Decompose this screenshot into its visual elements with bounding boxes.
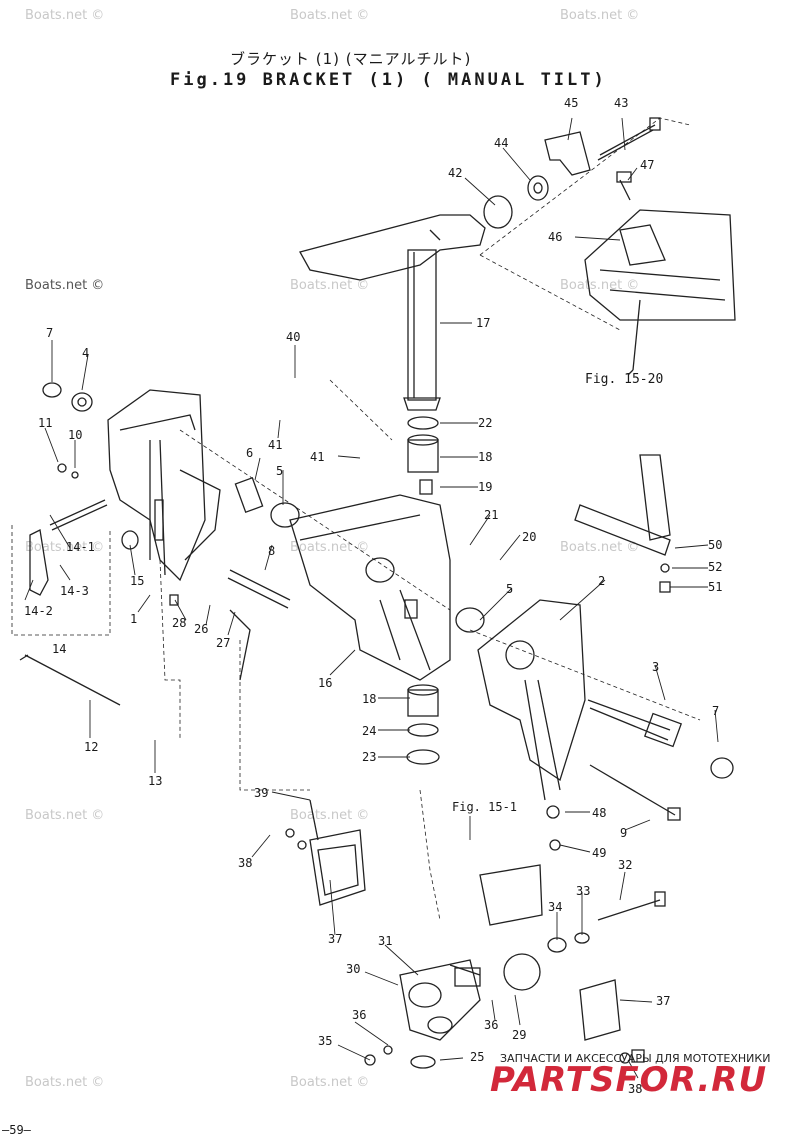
part-label: 33 [576,884,591,898]
watermark: Boats.net © [25,8,105,23]
figure-title: Fig.19 BRACKET (1) ( MANUAL TILT) [170,70,607,90]
part-label: 36 [352,1008,367,1022]
shop-tagline: ЗАПЧАСТИ И АКСЕССУАРЫ ДЛЯ МОТОТЕХНИКИ [500,1052,771,1065]
part-label: 11 [38,416,53,430]
part-label: 34 [548,900,563,914]
watermark: Boats.net © [290,540,370,555]
watermark: Boats.net © [290,278,370,293]
watermark: Boats.net © [25,278,105,293]
part-label: 50 [708,538,723,552]
part-label: 26 [194,622,209,636]
figure-reference: Fig. 15-20 [585,372,664,387]
part-label: 12 [84,740,99,754]
lower-bushings [406,684,440,765]
part-label: 43 [614,96,629,110]
part-label: 35 [318,1034,333,1048]
page-number: —59— [2,1123,31,1137]
part-label: 9 [620,826,628,840]
part-label: 31 [378,934,393,948]
part-label: 5 [276,464,284,478]
title-japanese: ブラケット (1) (マニアルチルト) [230,50,472,68]
part-label: 38 [238,856,253,870]
part-label: 8 [268,544,276,558]
steering-arm [299,117,661,411]
part-label: 2 [598,574,606,588]
part-label: Fig. 15-1 [452,800,518,814]
part-label: 20 [522,530,537,544]
part-label: 1 [130,612,138,626]
part-label: 15 [130,574,145,588]
part-label: 52 [708,560,723,574]
part-label: 46 [548,230,563,244]
part-label: 14-3 [60,584,89,598]
part-label: 7 [712,704,720,718]
part-label: 41 [310,450,325,464]
watermark: Boats.net © [560,8,640,23]
watermark: Boats.net © [25,540,105,555]
part-label: 25 [470,1050,485,1064]
leader-lines [24,117,719,1079]
anode-plate [574,454,671,593]
part-label: 7 [46,326,54,340]
part-label: 6 [246,446,254,460]
part-label: 44 [494,136,509,150]
part-label: 5 [506,582,514,596]
part-label: 19 [478,480,493,494]
part-label: 47 [640,158,655,172]
part-label: 23 [362,750,377,764]
part-label: 18 [362,692,377,706]
left-clamp-bracket [29,382,221,606]
part-label: 14 [52,642,67,656]
part-label: 51 [708,580,723,594]
part-label: 21 [484,508,499,522]
watermark: Boats.net © [290,8,370,23]
part-label: 14-2 [24,604,53,618]
bushing-stack [407,416,439,495]
part-label: 36 [484,1018,499,1032]
part-label: 18 [478,450,493,464]
part-label: 13 [148,774,163,788]
watermark: Boats.net © [25,808,105,823]
part-label: 32 [618,858,633,872]
part-label: 22 [478,416,493,430]
shafts [19,476,683,821]
part-label: 37 [328,932,343,946]
part-label: 39 [254,786,269,800]
part-label: 14-1 [66,540,95,554]
watermark: Boats.net © [290,808,370,823]
part-label: 27 [216,636,231,650]
part-label: 3 [652,660,660,674]
lower-mount [229,609,666,1069]
part-label: 30 [346,962,361,976]
watermark: Boats.net © [560,540,640,555]
part-label: 41 [268,438,283,452]
part-label: 28 [172,616,187,630]
part-label: 49 [592,846,607,860]
part-label: 45 [564,96,579,110]
cowl-reference [584,209,736,376]
part-label: 29 [512,1028,527,1042]
watermark: Boats.net © [290,1075,370,1090]
part-label: 17 [476,316,491,330]
part-label: 37 [656,994,671,1008]
right-clamp-bracket [455,599,734,851]
part-label: 38 [628,1082,643,1096]
part-label: 16 [318,676,333,690]
part-label: 48 [592,806,607,820]
shop-logo: PARTSFOR.RU [490,1060,768,1100]
part-label: 10 [68,428,83,442]
watermark: Boats.net © [25,1075,105,1090]
swivel-bracket [289,494,451,681]
part-label: 40 [286,330,301,344]
part-label: 24 [362,724,377,738]
watermark: Boats.net © [560,278,640,293]
part-label: 42 [448,166,463,180]
part-label: 4 [82,346,90,360]
